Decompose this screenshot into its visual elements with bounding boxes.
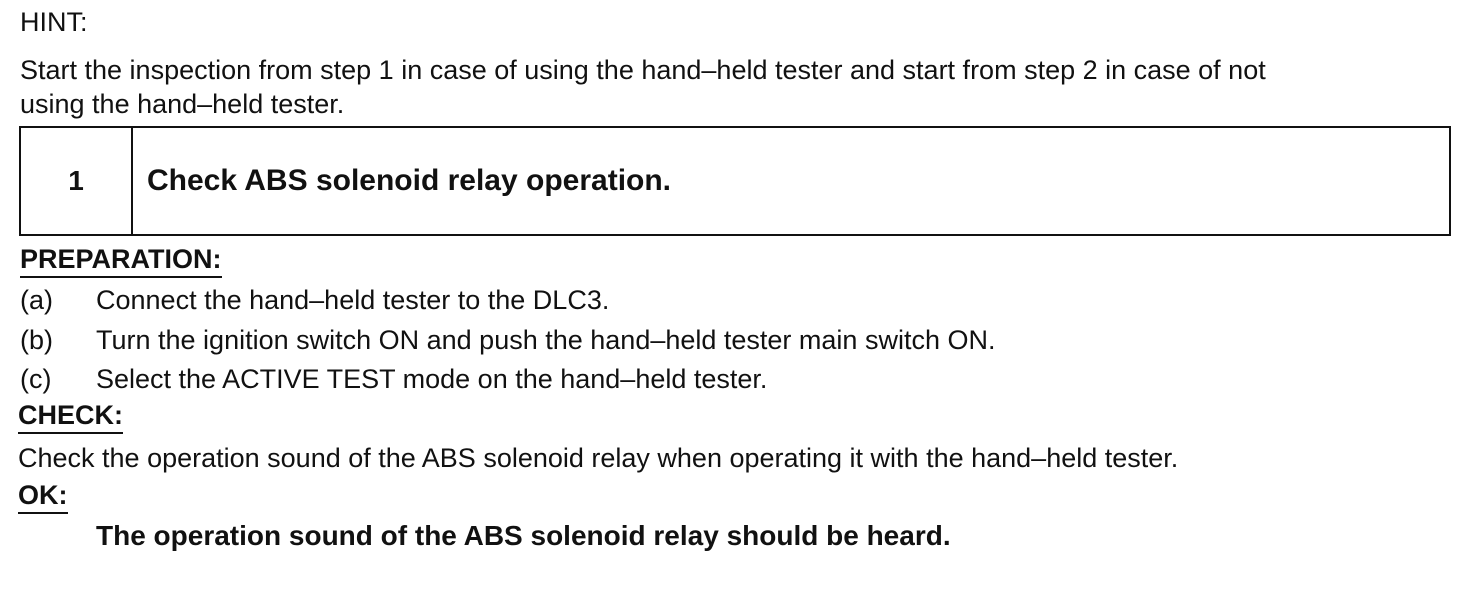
ok-text: The operation sound of the ABS solenoid … — [96, 520, 951, 551]
preparation-item: (c) Select the ACTIVE TEST mode on the ha… — [20, 363, 767, 395]
step-header-box: 1 Check ABS solenoid relay operation. — [19, 126, 1451, 236]
hint-label: HINT: — [20, 7, 88, 37]
item-marker: (a) — [20, 285, 53, 315]
step-title: Check ABS solenoid relay operation. — [147, 164, 672, 197]
item-marker: (b) — [20, 325, 53, 355]
preparation-item: (b) Turn the ignition switch ON and push … — [20, 324, 995, 356]
hint-text-line-1: Start the inspection from step 1 in case… — [20, 55, 1266, 85]
preparation-item: (a) Connect the hand–held tester to the D… — [20, 284, 609, 316]
item-text: Connect the hand–held tester to the DLC3… — [96, 285, 610, 315]
item-text: Select the ACTIVE TEST mode on the hand–… — [96, 364, 768, 394]
item-text: Turn the ignition switch ON and push the… — [96, 325, 996, 355]
item-marker: (c) — [20, 364, 52, 394]
step-number: 1 — [21, 128, 133, 234]
hint-text-line-2: using the hand–held tester. — [20, 89, 345, 119]
preparation-heading: PREPARATION: — [20, 244, 222, 278]
check-text: Check the operation sound of the ABS sol… — [18, 443, 1179, 473]
check-heading: CHECK: — [18, 400, 123, 434]
ok-heading: OK: — [18, 480, 68, 514]
